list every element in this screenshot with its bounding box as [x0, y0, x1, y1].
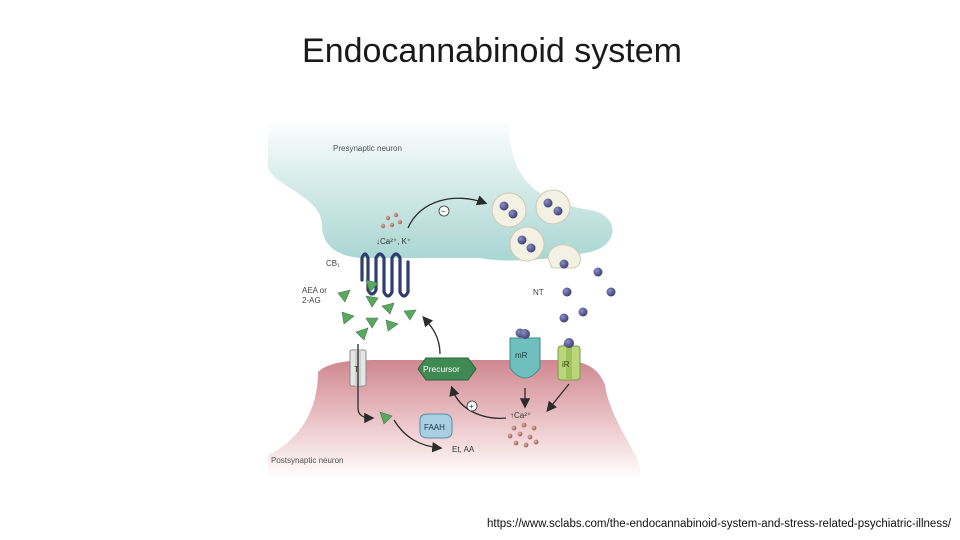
- ligand-label-line2: 2-AG: [302, 296, 321, 305]
- calcium-particles-post: [507, 422, 539, 448]
- ir-arrow: [546, 383, 570, 413]
- inhibit-sign-circle: [438, 205, 450, 217]
- stimulate-sign-circle: [466, 400, 478, 412]
- faah-enzyme: [419, 413, 453, 439]
- degradation-arrow: [393, 419, 443, 453]
- nt-label: NT: [533, 288, 544, 297]
- ionotropic-receptor: [557, 338, 581, 381]
- ir-label: iR: [562, 360, 570, 369]
- slide-title: Endocannabinoid system: [302, 32, 682, 70]
- endocannabinoid-ligands: [337, 279, 417, 425]
- ion-label: ↓Ca²⁺, K⁺: [376, 237, 411, 246]
- calcium-particles-pre: [380, 212, 403, 229]
- vesicle: [535, 189, 571, 225]
- cb1-receptor: [360, 252, 410, 298]
- precursor-label: Precursor: [423, 364, 460, 374]
- presynaptic-label: Presynaptic neuron: [333, 144, 402, 153]
- presynaptic-neuron: [268, 118, 613, 261]
- products-label: Et, AA: [452, 445, 475, 454]
- inhibit-sign: −: [441, 207, 446, 216]
- transporter-label: T: [354, 365, 359, 374]
- metabotropic-receptor: [509, 329, 541, 379]
- faah-label: FAAH: [424, 423, 445, 432]
- vesicle: [509, 226, 545, 262]
- postsynaptic-label: Postsynaptic neuron: [271, 456, 344, 465]
- vesicle-fusing: [547, 244, 581, 269]
- source-url: https://www.sclabs.com/the-endocannabino…: [487, 518, 952, 530]
- neurotransmitter-cluster: [515, 267, 616, 350]
- mr-label: mR: [515, 351, 528, 360]
- calcium-label: ↑Ca²⁺: [510, 411, 531, 420]
- precursor-to-ligand-arrow: [422, 316, 441, 355]
- precursor: [417, 357, 477, 381]
- stimulation-arrow: [449, 385, 507, 420]
- cb1-label: CB₁: [326, 259, 340, 268]
- ligand-label-line1: AEA or: [302, 286, 327, 295]
- inhibition-arrow: [407, 195, 488, 229]
- uptake-arrow: [357, 344, 375, 424]
- stimulate-sign: +: [469, 402, 474, 411]
- postsynaptic-neuron: [268, 360, 640, 478]
- vesicle: [491, 192, 527, 228]
